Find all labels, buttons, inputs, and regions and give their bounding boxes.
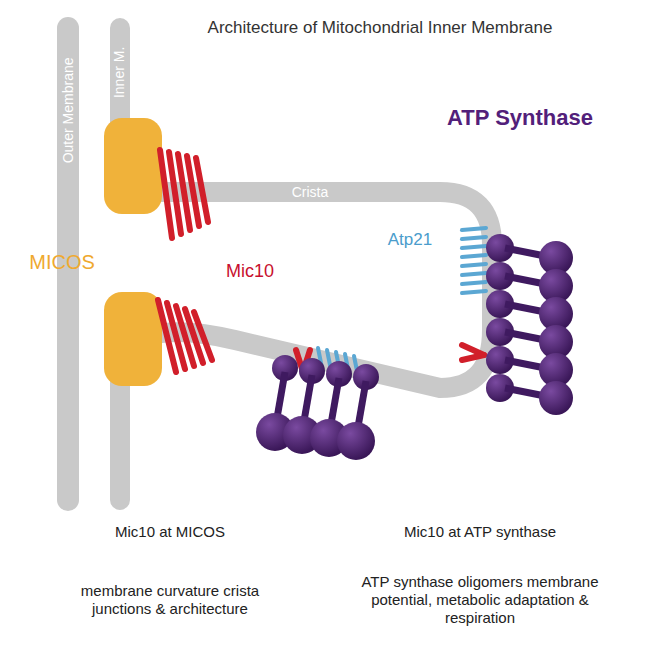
mic10-strand — [462, 355, 484, 360]
mic10-strand — [194, 312, 212, 360]
f1-head — [337, 422, 375, 460]
complex-label: ATP Synthase — [447, 105, 593, 131]
protein-label: Mic10 — [226, 261, 274, 283]
section-body: membrane curvature crista junctions & ar… — [70, 582, 270, 618]
stalk — [304, 375, 312, 421]
figure-title: Architecture of Mitochondrial Inner Memb… — [200, 18, 560, 38]
stalk — [505, 388, 545, 396]
inner-membrane — [120, 28, 492, 500]
section-heading: Mic10 at ATP synthase — [330, 523, 630, 541]
section-body: ATP synthase oligomers membrane potentia… — [350, 573, 610, 627]
stalk — [505, 304, 545, 312]
membrane-label: Outer Membrane — [60, 57, 77, 163]
atp21-strand — [462, 246, 486, 248]
stalk — [331, 378, 339, 424]
atp21-strand — [462, 273, 486, 275]
atp21-strand — [462, 291, 486, 293]
stalk — [505, 248, 545, 256]
mic10-proteins — [158, 150, 484, 372]
mic10-strand — [196, 158, 208, 222]
atp21-proteins — [318, 228, 486, 376]
stalk — [505, 276, 545, 284]
stalk — [277, 372, 285, 418]
atp21-strand — [462, 237, 486, 239]
atp21-strand — [462, 255, 486, 257]
membrane-label: Inner M. — [112, 46, 129, 97]
protein-label: Atp21 — [388, 230, 432, 250]
micos-complex — [104, 118, 162, 214]
atp21-strand — [462, 282, 486, 284]
crista-label: Crista — [292, 184, 329, 201]
stalk — [505, 360, 545, 368]
stalk — [358, 381, 366, 427]
atp21-strand — [462, 264, 486, 266]
atp-synthase — [256, 234, 573, 460]
atp21-strand — [462, 228, 486, 230]
micos-complex — [104, 292, 162, 386]
stalk — [505, 332, 545, 340]
f1-head — [539, 381, 573, 415]
section-heading: Mic10 at MICOS — [40, 523, 300, 541]
complex-label: MICOS — [29, 250, 95, 274]
